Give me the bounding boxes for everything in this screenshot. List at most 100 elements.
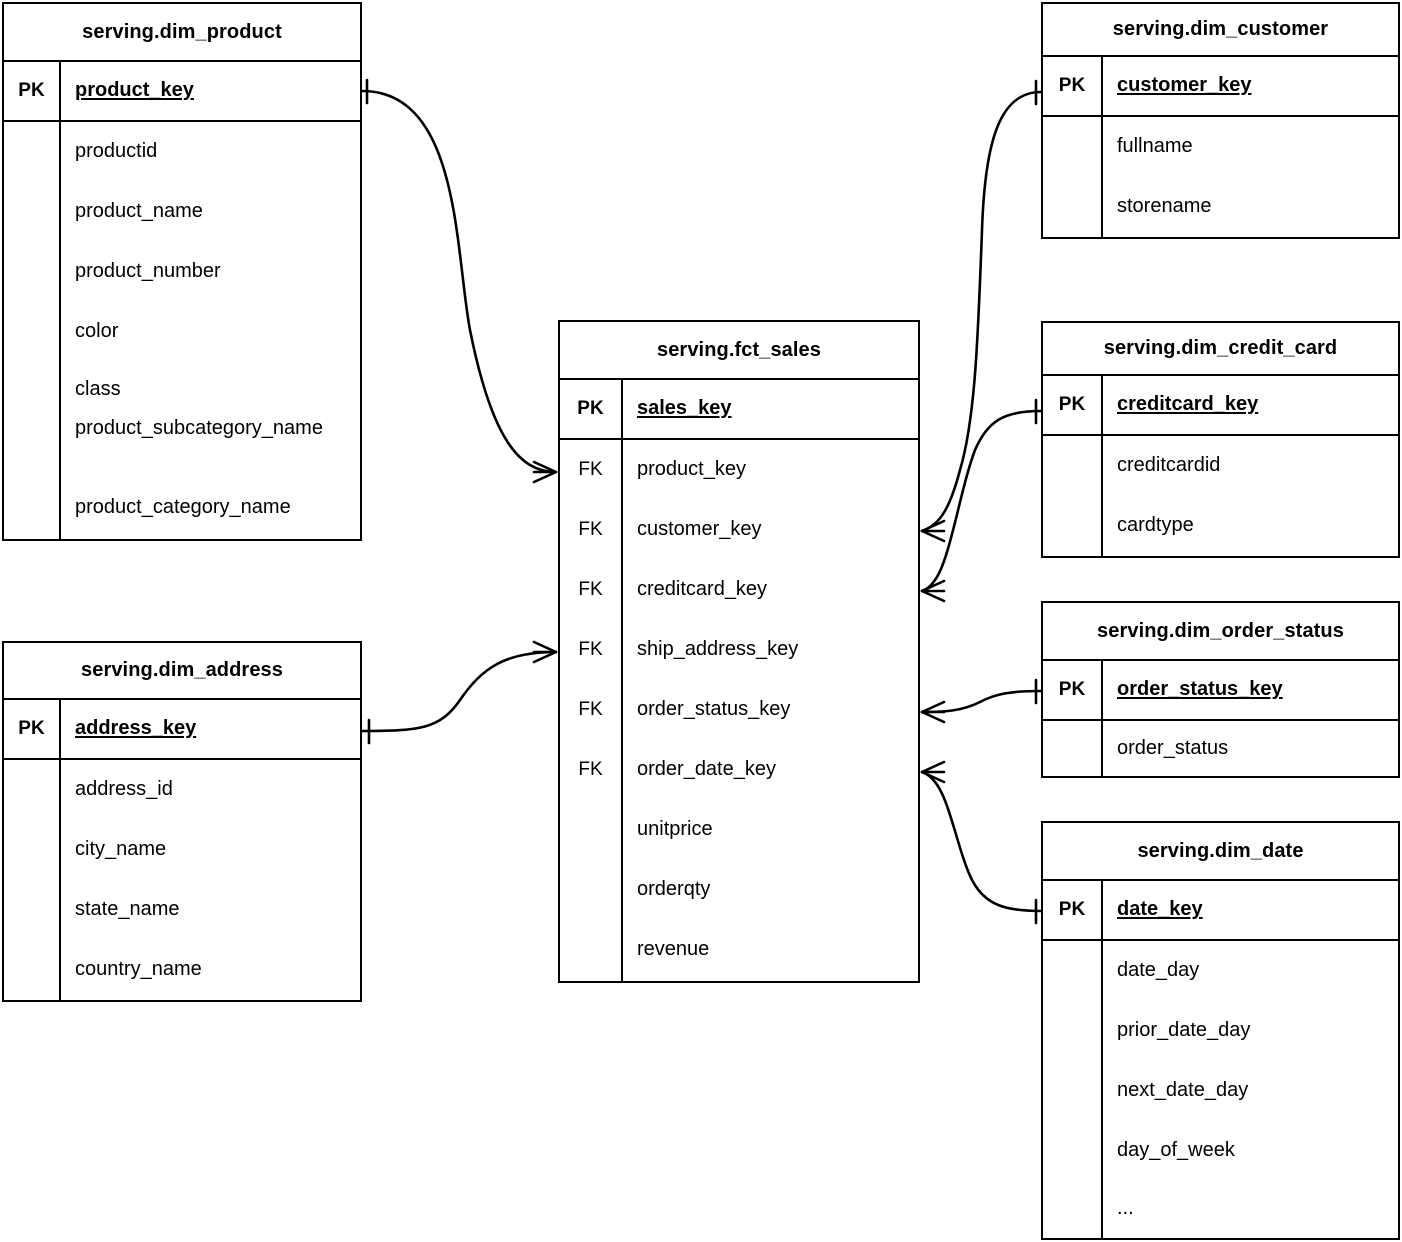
edge-date [920,770,1043,913]
pk-label: PK [4,700,61,758]
edge-orderstatus-crowsfoot [920,700,946,724]
pk-field-customer-key: customer_key [1117,74,1252,97]
entity-title-dim-date: serving.dim_date [1043,823,1398,881]
attr-city-name: city_name [75,838,167,861]
edge-date-crowsfoot [920,760,946,784]
pk-field-sales-key: sales_key [637,397,732,420]
attr-key-spacer [560,800,623,981]
pk-label: PK [1043,661,1103,719]
attr-productid: productid [75,140,158,163]
attr-date-day: date_day [1117,959,1200,982]
entity-dim-credit-card[interactable]: serving.dim_credit_card PK creditcard_ke… [1041,321,1400,558]
fk-field-order-date-key: order_date_key [637,758,776,781]
fk-row-order-date-key: FK order_date_key [560,740,918,800]
attr-ellipsis: ... [1117,1196,1134,1219]
entity-dim-customer[interactable]: serving.dim_customer PK customer_key ful… [1041,2,1400,239]
measures-fct-sales: unitprice orderqty revenue [560,800,918,981]
attr-storename: storename [1117,195,1212,218]
fk-row-product-key: FK product_key [560,440,918,500]
pk-row-dim-product: PK product_key [4,62,360,122]
attr-address-id: address_id [75,778,173,801]
fk-label: FK [560,560,623,620]
attributes-dim-address: address_id city_name state_name country_… [4,760,360,1000]
attr-creditcardid: creditcardid [1117,454,1221,477]
attr-class: class [75,378,121,401]
entity-title-dim-product: serving.dim_product [4,4,360,62]
pk-label: PK [560,380,623,438]
pk-row-dim-credit-card: PK creditcard_key [1043,376,1398,436]
fk-field-product-key: product_key [637,458,746,481]
attr-state-name: state_name [75,898,180,921]
pk-field-creditcard-key: creditcard_key [1117,393,1259,416]
edge-orderstatus [920,689,1043,714]
edge-address-crowsfoot [532,640,558,664]
edge-creditcard-crowsfoot [920,579,946,603]
fk-label: FK [560,440,623,500]
edge-creditcard [920,409,1043,593]
pk-row-fct-sales: PK sales_key [560,380,918,440]
entity-dim-date[interactable]: serving.dim_date PK date_key date_day pr… [1041,821,1400,1240]
attr-key-spacer [1043,117,1103,237]
entity-fct-sales[interactable]: serving.fct_sales PK sales_key FK produc… [558,320,920,983]
fk-field-order-status-key: order_status_key [637,698,791,721]
entity-dim-product[interactable]: serving.dim_product PK product_key produ… [2,2,362,541]
pk-label: PK [1043,57,1103,115]
attr-product-number: product_number [75,260,221,283]
attr-fullname: fullname [1117,135,1193,158]
edge-address [360,650,558,733]
attr-product-category-name: product_category_name [75,496,291,519]
edge-customer-crowsfoot [920,519,946,543]
attr-product-subcategory-name: product_subcategory_name [75,417,323,439]
edge-customer [920,90,1043,533]
pk-field-date-key: date_key [1117,898,1203,921]
measure-orderqty: orderqty [637,878,711,901]
attr-color: color [75,320,119,343]
fk-row-customer-key: FK customer_key [560,500,918,560]
pk-field-address-key: address_key [75,717,197,740]
attr-key-spacer [4,760,61,1000]
pk-field-order-status-key: order_status_key [1117,678,1283,701]
attr-key-spacer [4,122,61,539]
fk-field-ship-address-key: ship_address_key [637,638,799,661]
attributes-dim-product: productid product_name product_number co… [4,122,360,539]
entity-dim-address[interactable]: serving.dim_address PK address_key addre… [2,641,362,1002]
fk-row-order-status-key: FK order_status_key [560,680,918,740]
edge-product-crowsfoot [532,460,558,484]
measure-unitprice: unitprice [637,818,713,841]
pk-label: PK [4,62,61,120]
attributes-dim-order-status: order_status [1043,721,1398,776]
attributes-dim-customer: fullname storename [1043,117,1398,237]
fk-field-creditcard-key: creditcard_key [637,578,768,601]
measure-revenue: revenue [637,938,710,961]
entity-title-dim-order-status: serving.dim_order_status [1043,603,1398,661]
attr-day-of-week: day_of_week [1117,1139,1235,1162]
fk-row-creditcard-key: FK creditcard_key [560,560,918,620]
entity-title-dim-customer: serving.dim_customer [1043,4,1398,57]
attr-order-status: order_status [1117,736,1229,759]
pk-label: PK [1043,376,1103,434]
pk-row-dim-address: PK address_key [4,700,360,760]
fk-row-ship-address-key: FK ship_address_key [560,620,918,680]
pk-row-dim-customer: PK customer_key [1043,57,1398,117]
pk-field-product-key: product_key [75,79,194,102]
fk-field-customer-key: customer_key [637,518,762,541]
entity-dim-order-status[interactable]: serving.dim_order_status PK order_status… [1041,601,1400,778]
pk-row-dim-order-status: PK order_status_key [1043,661,1398,721]
attr-cardtype: cardtype [1117,514,1194,537]
attr-product-name: product_name [75,200,203,223]
entity-title-fct-sales: serving.fct_sales [560,322,918,380]
entity-title-dim-credit-card: serving.dim_credit_card [1043,323,1398,376]
attr-country-name: country_name [75,958,202,981]
attr-next-date-day: next_date_day [1117,1079,1249,1102]
fk-label: FK [560,500,623,560]
attributes-dim-credit-card: creditcardid cardtype [1043,436,1398,556]
attributes-dim-date: date_day prior_date_day next_date_day da… [1043,941,1398,1238]
entity-title-dim-address: serving.dim_address [4,643,360,700]
attr-key-spacer [1043,721,1103,776]
pk-row-dim-date: PK date_key [1043,881,1398,941]
edge-product [360,89,558,474]
fk-label: FK [560,740,623,800]
attr-key-spacer [1043,436,1103,556]
fk-label: FK [560,680,623,740]
